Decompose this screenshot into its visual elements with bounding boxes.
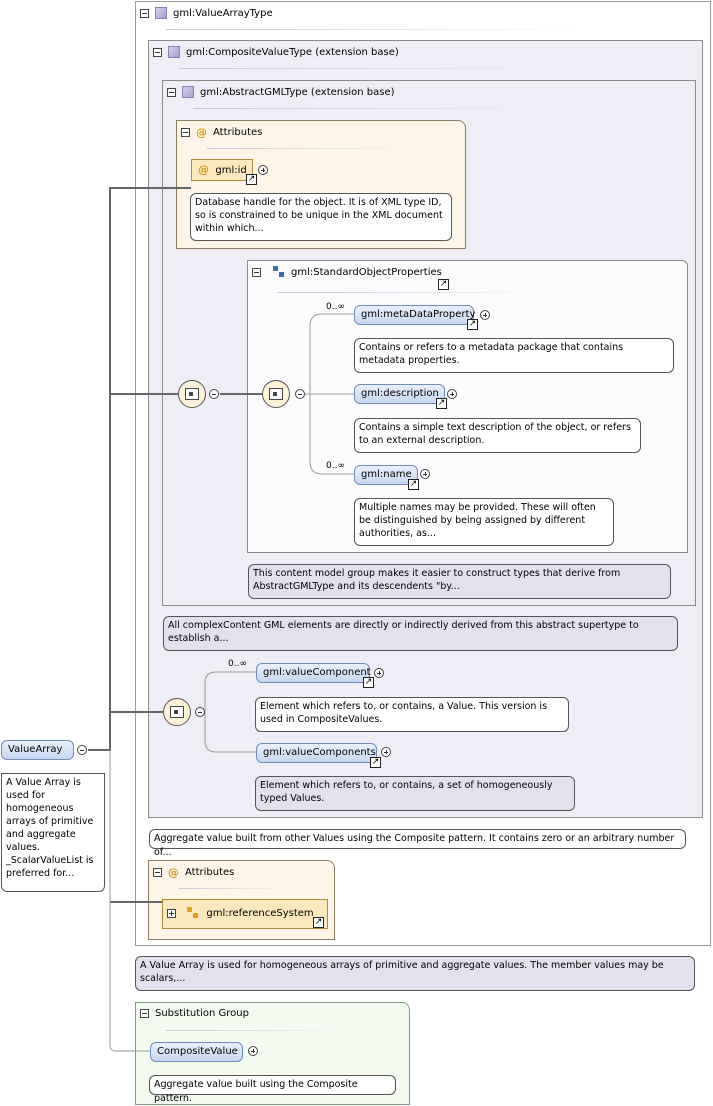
standard-object-properties-header: gml:StandardObjectProperties xyxy=(252,266,442,278)
value-array-type-label: gml:ValueArrayType xyxy=(173,7,273,19)
expand-icon[interactable] xyxy=(167,908,176,918)
attributes-header: @ Attributes xyxy=(153,866,234,879)
attributes-header: @ Attributes xyxy=(181,126,262,139)
expand-icon[interactable] xyxy=(420,469,430,479)
header-divider xyxy=(166,1030,346,1031)
sequence-compositor-icon[interactable] xyxy=(262,380,290,408)
collapse-icon[interactable] xyxy=(167,87,176,97)
composite-value-type-doc: Aggregate value built from other Values … xyxy=(149,829,686,858)
value-array-element[interactable]: ValueArray xyxy=(1,740,74,760)
header-divider xyxy=(179,68,569,69)
meta-data-property-element[interactable]: gml:metaDataProperty xyxy=(354,305,476,325)
name-label: gml:name xyxy=(361,469,412,480)
substitution-group-header: Substitution Group xyxy=(140,1008,249,1019)
value-component-element[interactable]: gml:valueComponent xyxy=(256,663,371,683)
sequence-compositor-icon[interactable] xyxy=(178,380,206,408)
name-doc: Multiple names may be provided. These wi… xyxy=(354,498,614,546)
link-icon[interactable]: ↗ xyxy=(438,279,449,290)
multiplicity-label: 0..∞ xyxy=(326,302,345,312)
header-divider xyxy=(207,148,417,149)
attribute-group-icon xyxy=(187,907,199,919)
complex-type-icon xyxy=(182,86,194,98)
collapse-icon[interactable] xyxy=(140,8,149,18)
composite-value-doc: Aggregate value built using the Composit… xyxy=(149,1075,396,1104)
gml-id-attribute[interactable]: @ gml:id xyxy=(191,159,253,181)
value-array-label: ValueArray xyxy=(8,744,63,755)
header-divider xyxy=(166,29,586,30)
collapse-icon[interactable] xyxy=(195,707,205,717)
value-array-type-doc: A Value Array is used for homogeneous ar… xyxy=(135,956,695,991)
header-divider xyxy=(179,888,289,889)
complex-type-icon xyxy=(168,46,180,58)
attribute-icon: @ xyxy=(198,163,209,176)
link-icon[interactable]: ↗ xyxy=(467,319,478,330)
composite-value-type-header: gml:CompositeValueType (extension base) xyxy=(153,46,399,58)
composite-value-element[interactable]: CompositeValue xyxy=(150,1042,243,1062)
collapse-icon[interactable] xyxy=(209,389,219,399)
description-doc: Contains a simple text description of th… xyxy=(354,418,641,453)
expand-icon[interactable] xyxy=(258,165,268,175)
attributes-label: Attributes xyxy=(185,867,235,878)
meta-data-property-label: gml:metaDataProperty xyxy=(361,309,476,320)
header-divider xyxy=(278,292,548,293)
value-components-doc: Element which refers to, or contains, a … xyxy=(255,776,575,811)
attribute-icon: @ xyxy=(196,126,207,139)
abstract-gml-type-header: gml:AbstractGMLType (extension base) xyxy=(167,86,395,98)
value-array-type-header: gml:ValueArrayType xyxy=(140,7,273,19)
collapse-icon[interactable] xyxy=(252,267,261,277)
standard-object-properties-label: gml:StandardObjectProperties xyxy=(291,266,442,278)
collapse-icon[interactable] xyxy=(140,1009,149,1018)
multiplicity-label: 0..∞ xyxy=(228,659,247,669)
expand-icon[interactable] xyxy=(381,747,391,757)
expand-icon[interactable] xyxy=(248,1046,258,1056)
complex-type-icon xyxy=(155,7,167,19)
value-components-element[interactable]: gml:valueComponents xyxy=(256,743,377,763)
expand-icon[interactable] xyxy=(374,668,384,678)
substitution-group-label: Substitution Group xyxy=(155,1008,249,1019)
expand-icon[interactable] xyxy=(447,389,457,399)
collapse-icon[interactable] xyxy=(295,389,305,399)
value-components-label: gml:valueComponents xyxy=(263,747,376,758)
value-component-label: gml:valueComponent xyxy=(263,667,371,678)
link-icon[interactable]: ↗ xyxy=(370,757,381,768)
link-icon[interactable]: ↗ xyxy=(313,917,324,928)
multiplicity-label: 0..∞ xyxy=(326,461,345,471)
link-icon[interactable]: ↗ xyxy=(436,398,447,409)
link-icon[interactable]: ↗ xyxy=(363,677,374,688)
collapse-icon[interactable] xyxy=(181,128,190,137)
description-label: gml:description xyxy=(361,388,439,399)
sequence-compositor-icon[interactable] xyxy=(163,698,191,726)
description-element[interactable]: gml:description xyxy=(354,384,445,404)
header-divider xyxy=(193,108,563,109)
gml-id-doc: Database handle for the object. It is of… xyxy=(190,193,452,241)
name-element[interactable]: gml:name xyxy=(354,465,418,485)
value-array-doc: A Value Array is used for homogeneous ar… xyxy=(1,773,105,892)
collapse-icon[interactable] xyxy=(153,47,162,57)
group-icon xyxy=(273,266,285,278)
composite-value-label: CompositeValue xyxy=(157,1046,238,1057)
value-component-doc: Element which refers to, or contains, a … xyxy=(255,697,569,732)
abstract-gml-type-doc: All complexContent GML elements are dire… xyxy=(163,616,678,651)
expand-icon[interactable] xyxy=(480,310,490,320)
attribute-icon: @ xyxy=(168,866,179,879)
meta-data-property-doc: Contains or refers to a metadata package… xyxy=(354,338,674,373)
collapse-icon[interactable] xyxy=(77,745,87,755)
abstract-gml-type-label: gml:AbstractGMLType (extension base) xyxy=(200,86,395,98)
link-icon[interactable]: ↗ xyxy=(246,174,257,185)
reference-system-attribute[interactable]: gml:referenceSystem xyxy=(162,899,328,929)
gml-id-label: gml:id xyxy=(215,165,247,176)
composite-value-type-label: gml:CompositeValueType (extension base) xyxy=(186,46,399,58)
collapse-icon[interactable] xyxy=(153,868,162,877)
reference-system-label: gml:referenceSystem xyxy=(206,908,314,919)
link-icon[interactable]: ↗ xyxy=(408,479,419,490)
standard-object-properties-doc: This content model group makes it easier… xyxy=(248,564,671,599)
attributes-label: Attributes xyxy=(213,127,263,138)
